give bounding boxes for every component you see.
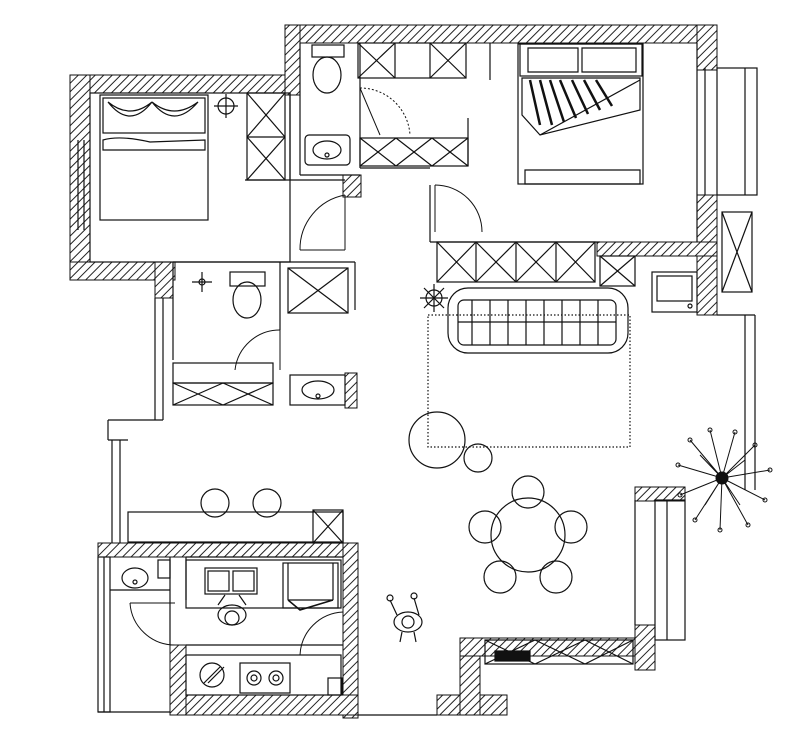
bed-icon xyxy=(517,43,644,185)
chair-icon xyxy=(408,411,493,473)
bed-icon xyxy=(99,94,209,221)
chair-icon xyxy=(200,488,282,518)
wardrobe-icon xyxy=(357,42,469,167)
wall-lines xyxy=(77,43,758,716)
sink-icon xyxy=(199,662,225,688)
ceiling-light-icon xyxy=(214,94,238,118)
ceiling-light-icon xyxy=(192,272,212,292)
chair-icon xyxy=(468,475,588,594)
walls xyxy=(69,24,718,719)
toilet-icon xyxy=(311,44,345,94)
person-icon xyxy=(386,592,423,643)
wardrobe-icon xyxy=(172,267,349,406)
dining-table-icon xyxy=(490,497,566,573)
toilet-icon xyxy=(229,271,266,319)
kitchen xyxy=(185,559,343,696)
wardrobe-icon xyxy=(484,639,634,665)
living-room xyxy=(408,284,631,473)
sink-icon xyxy=(204,567,258,595)
washing-machine-icon xyxy=(651,271,698,313)
laundry-room xyxy=(121,559,171,589)
sink-icon xyxy=(304,134,351,166)
sink-icon xyxy=(289,374,346,406)
sofa-icon xyxy=(447,287,629,354)
ceiling-light-icon xyxy=(420,284,448,312)
wardrobe-icon xyxy=(246,92,286,181)
bathroom-middle xyxy=(172,267,349,406)
person-icon xyxy=(217,594,247,626)
wardrobe-icon xyxy=(312,509,344,544)
washing-machine-icon xyxy=(282,562,339,611)
sink-icon xyxy=(121,567,149,589)
wardrobe-icon xyxy=(721,211,753,293)
plant-icon xyxy=(675,427,773,533)
master-bedroom xyxy=(436,43,753,313)
bathroom-top xyxy=(304,42,469,167)
door-swing-icon xyxy=(129,87,483,656)
wardrobe-icon xyxy=(436,241,636,287)
bedroom-left xyxy=(99,92,286,221)
dining-area xyxy=(127,475,588,594)
stove-icon xyxy=(239,662,291,694)
